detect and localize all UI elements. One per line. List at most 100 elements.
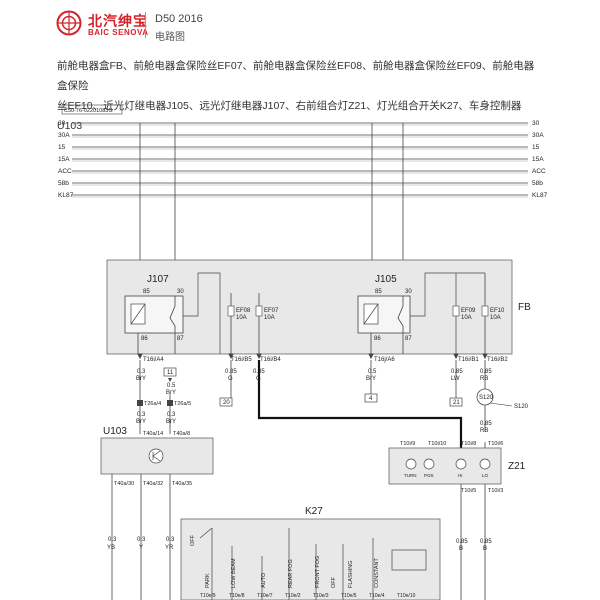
j105-label: J105	[375, 274, 397, 285]
bus-label: 30A	[58, 132, 70, 139]
j105-pin: 87	[405, 336, 412, 342]
inline-connector	[137, 400, 143, 406]
wire-color: G	[256, 376, 261, 382]
wire-gauge: 0.85	[480, 539, 492, 545]
bus-label: 58b	[58, 180, 69, 187]
wire-gauge: 0.3	[108, 537, 117, 543]
k27-switch	[180, 518, 441, 600]
bus-label: KL87	[58, 192, 74, 199]
wire-gauge: 0.5	[368, 369, 377, 375]
u103-label: U103	[103, 426, 127, 437]
splice-s120	[476, 388, 494, 406]
wiring-diagram: FB J107 85 30 86 87 EF08 10A EF07 10A J1…	[58, 104, 548, 600]
wire-gauge: 0.3	[137, 537, 146, 543]
wire-gauge: 0.3	[167, 412, 176, 418]
bus-label: ACC	[58, 168, 72, 175]
connector-label: T10i/8	[461, 441, 476, 447]
fuse-rating: 10A	[264, 315, 275, 321]
wire-gauge: 0.85	[253, 369, 265, 375]
j107-pin: 87	[177, 336, 184, 342]
bus-label: 30	[532, 120, 540, 127]
wire-color: RB	[480, 376, 488, 382]
position-lamp-icon	[423, 458, 435, 470]
wire-gauge: 0.85	[456, 539, 468, 545]
bus-label: ACC	[532, 168, 546, 175]
j105-pin: 86	[374, 336, 381, 342]
connector-label: T10i/10	[428, 441, 446, 447]
connector-label: T10i/5	[461, 488, 476, 494]
connector-label: T10i/3	[488, 488, 503, 494]
connector-label: T10i/6	[488, 441, 503, 447]
fuse-name: EF10	[490, 308, 505, 314]
wire-color: BrY	[136, 419, 146, 425]
k27-label: K27	[305, 506, 323, 517]
bus-label: 15A	[58, 156, 70, 163]
wire-gauge: 0.85	[480, 369, 492, 375]
switch-position: LOW BEAM	[231, 558, 237, 588]
wire-color: YR	[165, 545, 174, 551]
lamp-label: POS	[424, 473, 434, 478]
switch-position: REAR FOG	[288, 559, 294, 588]
switch-position: CONSTANT	[374, 558, 380, 588]
wire-color: BrY	[166, 419, 176, 425]
fuse-ef09	[452, 305, 460, 317]
wire-color: B	[483, 546, 487, 552]
wire-gauge: 0.3	[137, 369, 146, 375]
fuse-name: EF09	[461, 308, 476, 314]
connector-label: T16i/B5	[231, 357, 252, 363]
page-ref: 20	[223, 400, 230, 406]
wire-gauge: 0.85	[480, 421, 492, 427]
page-ref: 11	[167, 370, 174, 376]
bus-label: 30	[58, 120, 66, 127]
splice-ref: S120	[514, 404, 529, 410]
header-divider	[145, 12, 146, 38]
page-header: 北汽绅宝 BAIC SENOVA D50 2016 电路图	[0, 0, 600, 50]
brand-name-en: BAIC SENOVA	[88, 28, 149, 37]
page-ref-box	[219, 397, 233, 407]
page-ref: 4	[369, 396, 373, 402]
switch-position: AUTO	[261, 572, 267, 588]
bus-label: 15A	[532, 156, 544, 163]
connector-label: T16i/B4	[260, 357, 281, 363]
low-beam-icon	[479, 458, 491, 470]
fuse-name: EF07	[264, 308, 279, 314]
lamp-label: HI	[458, 473, 463, 478]
splice-label: S120	[479, 395, 494, 401]
connector-label: T10e/3	[313, 593, 329, 599]
j107-pin: 30	[177, 289, 184, 295]
fuse-ef07	[255, 305, 263, 317]
transistor-icon	[148, 448, 164, 464]
baic-logo-icon	[56, 10, 82, 36]
lamp-label: TURN	[404, 473, 417, 478]
connector-label: T10e/8	[229, 593, 245, 599]
wire-gauge: 0.3	[166, 537, 175, 543]
connector-label: T16j/A6	[374, 357, 395, 363]
connector-label: T16i/B2	[487, 357, 508, 363]
connector-label: T10e/7	[257, 593, 273, 599]
wire-color: LW	[451, 376, 460, 382]
connector-label: T10e/5	[341, 593, 357, 599]
wire-color: BrY	[136, 376, 146, 382]
model-title: D50 2016	[155, 13, 203, 25]
connector-label: T40a/32	[143, 481, 163, 487]
wire-gauge: 0.85	[225, 369, 237, 375]
switch-position: FLASHING	[348, 560, 354, 588]
connector-label: T10i/9	[400, 441, 415, 447]
wire-gauge: 0.85	[451, 369, 463, 375]
connector-label: T40a/35	[172, 481, 192, 487]
connector-label: T40a/8	[173, 431, 190, 437]
connector-label: T10e/2	[285, 593, 301, 599]
connector-label: T10e/4	[369, 593, 385, 599]
switch-position: OFF	[331, 576, 337, 588]
j107-label: J107	[147, 274, 169, 285]
fuse-rating: 10A	[461, 315, 472, 321]
wire-color: G	[228, 376, 233, 382]
j107-relay	[124, 295, 184, 334]
wire-color: B	[459, 546, 463, 552]
connector-label: T26a/5	[174, 401, 191, 407]
brand-name: 北汽绅宝	[88, 13, 148, 29]
inline-connector	[167, 400, 173, 406]
connector-label: T10e/9	[200, 593, 216, 599]
connector-label: T40a/30	[114, 481, 134, 487]
lamp-label: LO	[482, 473, 489, 478]
